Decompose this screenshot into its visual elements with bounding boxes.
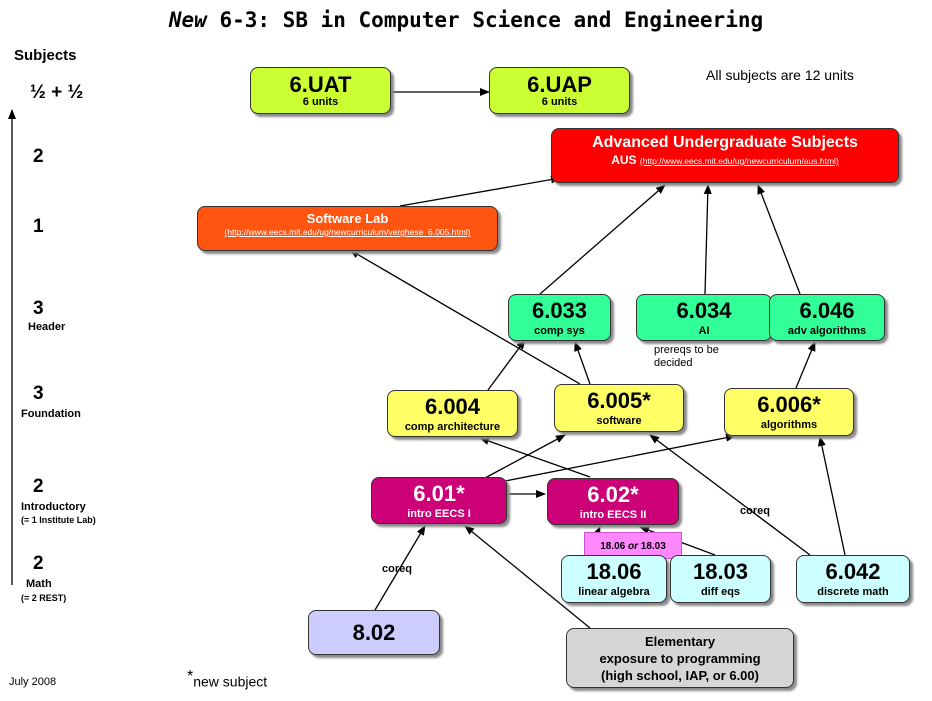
subject-number: 18.06	[586, 559, 642, 584]
elementary-line-2: exposure to programming	[599, 651, 761, 666]
subject-name: linear algebra	[578, 586, 650, 598]
arrow-6005-swlab	[349, 249, 581, 385]
subject-name: diff eqs	[700, 586, 741, 598]
math-option-or: or	[628, 541, 638, 552]
math-option-b: 18.03	[640, 541, 666, 552]
arrow-6034-aus	[703, 184, 712, 295]
arrow-elem-601	[464, 525, 591, 629]
arrow-802-601	[374, 525, 426, 611]
subject-number: 6.01*	[413, 481, 465, 506]
level-count-math: 2	[33, 553, 44, 574]
coreq-label-6042: coreq	[740, 505, 770, 517]
footer-new-subject-note: *new subject	[187, 668, 268, 690]
subject-box-1806[interactable]: 18.06 linear algebra	[561, 555, 667, 603]
subject-number: 6.033	[531, 298, 588, 323]
subject-name: software	[596, 415, 642, 427]
subjects-axis-title: Subjects	[14, 47, 77, 64]
subject-name: 6 units	[302, 96, 339, 108]
star-marker: *	[187, 668, 194, 685]
elementary-line-1: Elementary	[644, 634, 716, 649]
subject-name: 6 units	[541, 96, 578, 108]
subject-box-1803[interactable]: 18.03 diff eqs	[670, 555, 771, 603]
software-lab-link[interactable]: (http://www.eecs.mit.edu/ug/newcurriculu…	[224, 227, 471, 237]
subject-box-6034[interactable]: 6.034 AI	[636, 294, 772, 341]
subject-number: 8.02	[352, 620, 396, 645]
arrow-6042-6005	[649, 434, 811, 556]
arrow-6005-6033	[574, 341, 591, 385]
subject-box-6033[interactable]: 6.033 comp sys	[508, 294, 611, 341]
level-count-swlab: 1	[33, 216, 44, 237]
arrow-601-6006	[499, 433, 736, 483]
subject-name: discrete math	[817, 586, 889, 598]
coreq-label-802: coreq	[382, 563, 412, 575]
arrow-6033-aus	[539, 184, 666, 295]
level-count-aus: 2	[33, 146, 44, 167]
arrow-602-6004	[479, 437, 591, 478]
subject-number: 18.03	[692, 559, 749, 584]
subject-box-6uat[interactable]: 6.UAT 6 units	[250, 67, 391, 114]
aus-link[interactable]: (http://www.eecs.mit.edu/ug/newcurriculu…	[639, 156, 839, 166]
subject-box-6uap[interactable]: 6.UAP 6 units	[489, 67, 630, 114]
subject-name: algorithms	[760, 419, 818, 431]
level-label-foundation: Foundation	[21, 408, 81, 420]
level-label-introductory: Introductory	[21, 501, 86, 513]
subject-name: adv algorithms	[787, 325, 867, 337]
subject-name: intro EECS I	[407, 508, 471, 520]
level-sublabel-math: (= 2 REST)	[21, 593, 67, 603]
arrow-swlab-aus	[399, 175, 561, 207]
arrow-6046-aus	[757, 184, 801, 295]
subject-number: 6.02*	[587, 482, 639, 507]
math-option-tag: 18.06 or 18.03	[584, 532, 682, 559]
page-title: New 6-3: SB in Computer Science and Engi…	[168, 8, 764, 32]
elementary-programming-box[interactable]: Elementary exposure to programming (high…	[566, 628, 794, 688]
math-option-a: 18.06	[600, 541, 626, 552]
subject-box-601[interactable]: 6.01* intro EECS I	[371, 477, 507, 524]
subject-number: 6.UAT	[289, 72, 352, 97]
subject-number: 6.006*	[757, 392, 821, 417]
subject-box-802[interactable]: 8.02	[308, 610, 440, 655]
level-count-introductory: 2	[33, 476, 44, 497]
aus-box[interactable]: Advanced Undergraduate Subjects AUS (htt…	[551, 128, 899, 183]
subject-name: AI	[698, 325, 710, 337]
subject-box-602[interactable]: 6.02* intro EECS II	[547, 478, 679, 525]
aus-abbr: AUS	[611, 153, 637, 167]
subject-box-6046[interactable]: 6.046 adv algorithms	[769, 294, 885, 341]
units-note: All subjects are 12 units	[706, 67, 854, 83]
arrow-601-6005	[484, 434, 566, 479]
aus-title: Advanced Undergraduate Subjects	[592, 134, 858, 151]
footer-date: July 2008	[9, 676, 57, 688]
level-label-math: Math	[26, 578, 52, 590]
subject-number: 6.034	[676, 298, 732, 323]
arrow-6004-6033	[487, 339, 526, 391]
arrow-6042-6006	[817, 436, 846, 556]
arrow-6006-6046	[795, 341, 816, 389]
level-count-uat: ½ + ½	[30, 82, 84, 103]
software-lab-title: Software Lab	[306, 211, 389, 226]
subject-number: 6.042	[825, 559, 881, 584]
subject-box-6005[interactable]: 6.005* software	[554, 384, 684, 432]
subject-number: 6.005*	[587, 388, 651, 413]
software-lab-box[interactable]: Software Lab (http://www.eecs.mit.edu/ug…	[197, 206, 498, 251]
subject-name: comp architecture	[404, 421, 501, 433]
subject-name: comp sys	[534, 325, 585, 337]
subject-box-6006[interactable]: 6.006* algorithms	[724, 388, 854, 436]
subject-box-6042[interactable]: 6.042 discrete math	[796, 555, 910, 603]
subject-name: intro EECS II	[579, 509, 647, 521]
elementary-line-3: (high school, IAP, or 6.00)	[601, 668, 759, 683]
level-sublabel-introductory: (= 1 Institute Lab)	[21, 515, 96, 525]
level-count-foundation: 3	[33, 383, 44, 404]
level-label-header: Header	[28, 321, 66, 333]
subject-number: 6.004	[424, 394, 481, 419]
level-count-header: 3	[33, 298, 44, 319]
subject-number: 6.046	[799, 298, 855, 323]
subject-box-6004[interactable]: 6.004 comp architecture	[387, 390, 518, 437]
6034-prereq-note: prereqs to be decided	[654, 344, 719, 369]
subject-number: 6.UAP	[527, 72, 592, 97]
